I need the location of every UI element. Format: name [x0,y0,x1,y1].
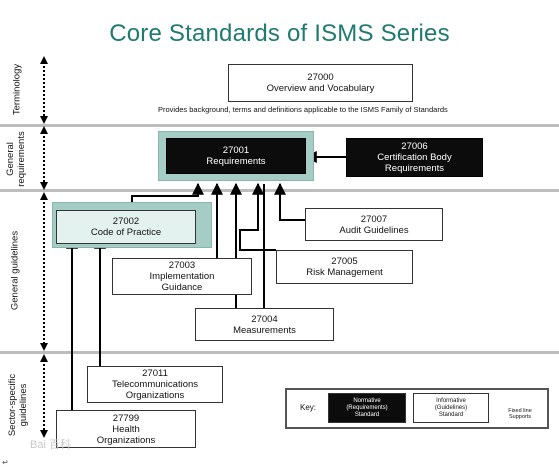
box-27004: 27004 Measurements [195,308,334,341]
legend-informative-swatch: Informative (Guidelines) Standard [413,393,489,423]
box-27000: 27000 Overview and Vocabulary [228,64,413,102]
legend-key-label: Key: [300,403,317,412]
box-27799: 27799 Health Organizations [56,410,196,448]
box-27005-name: Risk Management [306,267,383,278]
terminology-description: Provides background, terms and definitio… [158,105,448,114]
box-27000-number: 27000 [307,72,334,83]
box-27002-name: Code of Practice [90,227,162,238]
box-27011: 27011 Telecommunications Organizations [87,366,223,403]
box-27011-number: 27011 [142,368,168,379]
box-27007-number: 27007 [360,213,388,225]
separator-guidelines-sector [0,351,559,354]
watermark: Bai 百科 [30,439,71,451]
box-27799-name-line1: Health [112,423,140,435]
box-27011-name-line1: Telecommunications [111,379,199,390]
box-27003: 27003 Implementation Guidance [112,258,252,295]
box-27006: 27006 Certification Body Requirements [346,138,483,177]
box-27006-name-line1: Certification Body [377,152,452,163]
box-27006-name-line2: Requirements [384,163,445,174]
box-27001-number: 27001 [222,145,250,156]
box-27007: 27007 Audit Guidelines [305,208,443,241]
box-27003-name-line2: Guidance [161,282,203,293]
box-27005-number: 27005 [331,256,358,267]
box-27011-name-line2: Organizations [125,390,185,401]
box-27799-number: 27799 [112,412,140,424]
box-27007-name: Audit Guidelines [339,224,409,236]
separator-terminology-requirements [0,124,559,127]
box-27799-name-line2: Organizations [96,434,156,446]
box-27001: 27001 Requirements [166,138,306,174]
box-27002-number: 27002 [112,216,140,227]
box-27004-name: Measurements [233,324,296,336]
return-mark: ↵ [2,458,9,467]
box-27005: 27005 Risk Management [276,250,413,284]
box-27003-number: 27003 [168,260,196,271]
legend-normative-swatch: Normative (Requirements) Standard [328,393,406,423]
box-27004-number: 27004 [251,313,278,325]
box-27001-name: Requirements [206,156,266,167]
diagram-title: Core Standards of ISMS Series [109,20,450,47]
box-27006-number: 27006 [401,141,428,152]
box-27000-name: Overview and Vocabulary [266,83,375,94]
box-27002: 27002 Code of Practice [56,210,196,244]
box-27003-name-line1: Implementation [149,271,215,282]
legend-arrow-label: Fixed line Supports [508,408,532,420]
